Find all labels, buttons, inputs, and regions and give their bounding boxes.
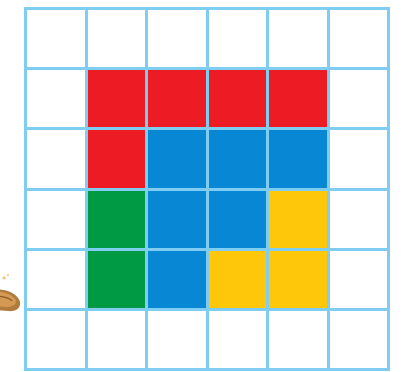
- empty-cell[interactable]: [148, 311, 206, 368]
- empty-cell[interactable]: [88, 311, 146, 368]
- blue-tile[interactable]: [148, 251, 206, 308]
- empty-cell[interactable]: [27, 130, 85, 187]
- empty-cell[interactable]: [88, 10, 146, 67]
- empty-cell[interactable]: [27, 191, 85, 248]
- yellow-tile[interactable]: [209, 251, 267, 308]
- empty-cell[interactable]: [330, 311, 388, 368]
- red-tile[interactable]: [88, 130, 146, 187]
- yellow-tile[interactable]: [269, 191, 327, 248]
- empty-cell[interactable]: [148, 10, 206, 67]
- empty-cell[interactable]: [27, 251, 85, 308]
- empty-cell[interactable]: [269, 10, 327, 67]
- blue-tile[interactable]: [209, 130, 267, 187]
- empty-cell[interactable]: [330, 10, 388, 67]
- empty-cell[interactable]: [330, 130, 388, 187]
- red-tile[interactable]: [209, 70, 267, 127]
- empty-cell[interactable]: [330, 191, 388, 248]
- empty-cell[interactable]: [330, 251, 388, 308]
- empty-cell[interactable]: [209, 311, 267, 368]
- empty-cell[interactable]: [27, 311, 85, 368]
- empty-cell[interactable]: [27, 10, 85, 67]
- wooden-peg-icon: [0, 270, 22, 330]
- puzzle-grid: [24, 7, 390, 371]
- red-tile[interactable]: [88, 70, 146, 127]
- empty-cell[interactable]: [330, 70, 388, 127]
- empty-cell[interactable]: [27, 70, 85, 127]
- blue-tile[interactable]: [209, 191, 267, 248]
- green-tile[interactable]: [88, 191, 146, 248]
- yellow-tile[interactable]: [269, 251, 327, 308]
- blue-tile[interactable]: [148, 130, 206, 187]
- green-tile[interactable]: [88, 251, 146, 308]
- empty-cell[interactable]: [209, 10, 267, 67]
- blue-tile[interactable]: [148, 191, 206, 248]
- blue-tile[interactable]: [269, 130, 327, 187]
- empty-cell[interactable]: [269, 311, 327, 368]
- red-tile[interactable]: [269, 70, 327, 127]
- red-tile[interactable]: [148, 70, 206, 127]
